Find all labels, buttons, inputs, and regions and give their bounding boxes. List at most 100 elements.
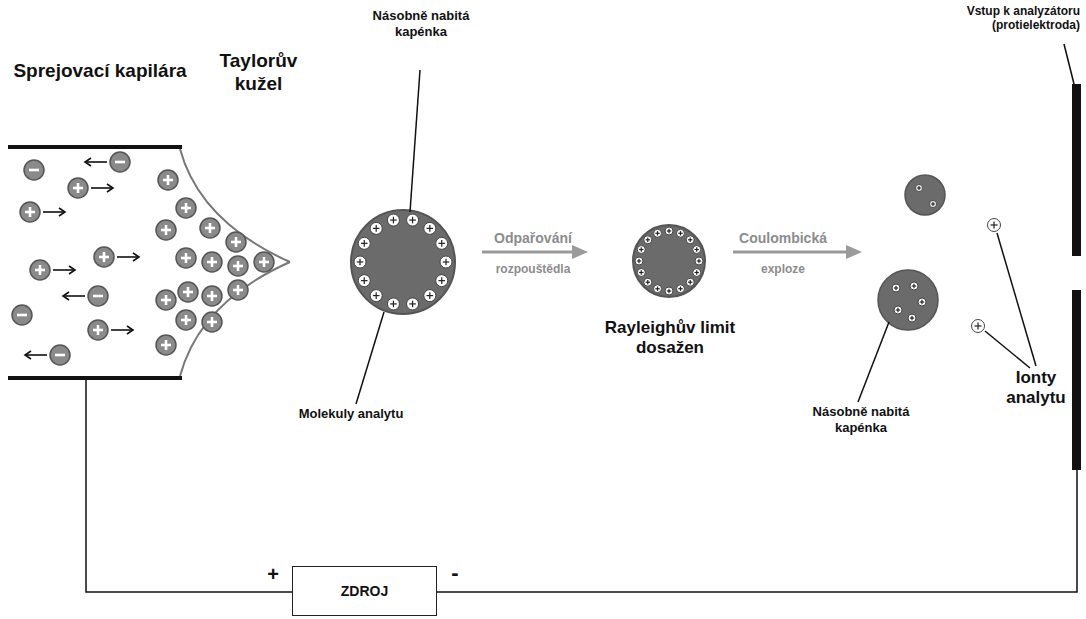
charge-sign xyxy=(209,223,212,233)
surface-charge xyxy=(440,256,452,268)
charge-sign xyxy=(690,280,691,284)
leader-line xyxy=(356,312,384,404)
charge-sign xyxy=(690,238,691,242)
charge-sign xyxy=(441,277,442,284)
cation xyxy=(68,178,88,198)
arrow-head xyxy=(846,245,862,259)
charge-sign xyxy=(696,247,697,251)
surface-charge xyxy=(665,227,673,235)
surface-charge xyxy=(407,298,419,310)
cation xyxy=(178,282,198,302)
anion xyxy=(88,286,108,306)
charge-sign xyxy=(165,340,168,350)
surface-charge xyxy=(358,275,370,287)
charge-sign xyxy=(698,259,699,263)
motion-arrow xyxy=(117,256,139,258)
leader-line xyxy=(858,322,889,402)
charged-droplet xyxy=(351,210,455,314)
surface-charge xyxy=(354,256,366,268)
charge-sign xyxy=(55,354,65,357)
label: + xyxy=(263,562,283,586)
charge-sign xyxy=(911,316,912,320)
label: rozpouštědla xyxy=(478,262,588,276)
charge-sign xyxy=(641,247,642,251)
node-text: ZDROJ xyxy=(341,583,388,599)
surface-charge xyxy=(387,214,399,226)
label: exploze xyxy=(728,262,838,276)
arrow-head xyxy=(572,245,588,259)
charge-sign xyxy=(167,175,170,185)
surface-charge xyxy=(930,201,937,208)
surface-charge xyxy=(988,219,1001,232)
charge-sign xyxy=(165,225,168,235)
cation xyxy=(226,232,246,252)
surface-charge xyxy=(436,237,448,249)
charge-sign xyxy=(393,217,394,224)
surface-charge xyxy=(654,285,662,293)
surface-charge xyxy=(637,246,645,254)
charge-sign xyxy=(39,265,42,275)
charge-sign xyxy=(211,291,214,301)
charged-droplet xyxy=(633,225,705,297)
charge-sign xyxy=(29,207,32,217)
charge-sign xyxy=(668,229,669,233)
charge-sign xyxy=(993,221,994,228)
charge-sign xyxy=(913,284,914,288)
cation xyxy=(94,247,114,267)
surface-charge xyxy=(635,257,643,265)
cation xyxy=(202,252,222,272)
motion-arrow xyxy=(91,187,113,189)
motion-arrow xyxy=(133,253,139,261)
motion-arrow xyxy=(53,269,75,271)
charge-sign xyxy=(429,292,430,299)
cation xyxy=(202,286,222,306)
surface-charge xyxy=(387,298,399,310)
motion-arrow xyxy=(111,329,133,331)
surface-charge xyxy=(894,306,902,314)
process-arrow xyxy=(733,251,848,254)
cation xyxy=(156,220,176,240)
charge-sign xyxy=(29,169,39,172)
surface-charge xyxy=(654,229,662,237)
surface-charge xyxy=(358,237,370,249)
cation xyxy=(30,260,50,280)
anion xyxy=(24,160,44,180)
label: Odpařování xyxy=(478,230,588,247)
charge-sign xyxy=(77,183,80,193)
surface-charge xyxy=(916,185,923,192)
capillary-wall xyxy=(8,376,182,380)
charge-sign xyxy=(115,161,125,164)
charge-sign xyxy=(393,301,394,308)
anion xyxy=(12,305,32,325)
charge-sign xyxy=(932,202,933,206)
charge-sign xyxy=(165,295,168,305)
motion-arrow xyxy=(25,354,47,356)
cation xyxy=(20,202,40,222)
surface-charge xyxy=(637,268,645,276)
label: Molekuly analytu xyxy=(296,406,406,422)
charge-sign xyxy=(668,289,669,293)
label: Násobně nabitá kapénka xyxy=(366,8,476,39)
charge-sign xyxy=(921,300,922,304)
motion-arrow xyxy=(43,211,65,213)
motion-arrow xyxy=(85,161,107,163)
motion-arrow xyxy=(69,266,75,274)
charge-sign xyxy=(977,322,978,329)
charge-sign xyxy=(429,225,430,232)
charge-sign xyxy=(641,270,642,274)
anion xyxy=(50,345,70,365)
charge-sign xyxy=(638,259,639,263)
charge-sign xyxy=(364,277,365,284)
surface-charge xyxy=(693,246,701,254)
charge-sign xyxy=(696,270,697,274)
charge-sign xyxy=(441,240,442,247)
cation xyxy=(156,290,176,310)
charge-sign xyxy=(895,286,896,290)
charge-sign xyxy=(185,253,188,263)
charge-sign xyxy=(211,317,214,327)
motion-arrow xyxy=(63,295,85,297)
surface-charge xyxy=(693,268,701,276)
surface-charge xyxy=(892,284,900,292)
wire xyxy=(86,378,292,592)
label: Vstup k analyzátoru (protielektroda) xyxy=(880,4,1080,33)
